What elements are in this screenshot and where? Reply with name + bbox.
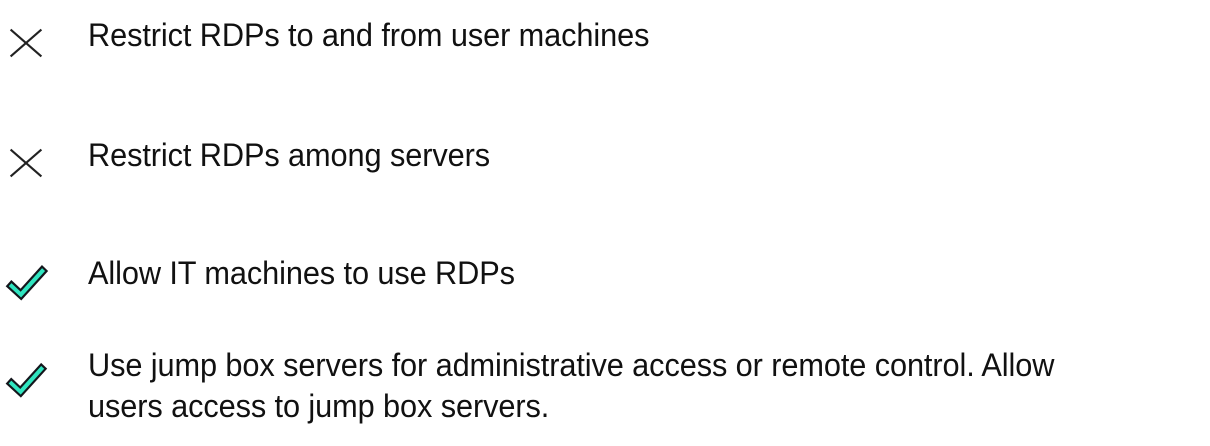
status-cell [0,134,88,190]
check-icon [5,265,49,301]
checklist-item-label: Use jump box servers for administrative … [88,347,1055,424]
checklist-row: Use jump box servers for administrative … [0,345,1210,427]
status-cell [0,345,88,401]
checklist-item-label: Restrict RDPs to and from user machines [88,17,650,53]
checklist-row: Allow IT machines to use RDPs [0,252,1210,308]
checklist-item-label: Restrict RDPs among servers [88,137,490,173]
checklist-item-label: Allow IT machines to use RDPs [88,255,515,291]
status-cell [0,252,88,308]
checklist-row: Restrict RDPs among servers [0,134,1210,190]
cross-icon [9,28,43,58]
check-icon [5,362,48,398]
status-cell [0,14,88,70]
cross-icon [9,148,43,178]
checklist-row: Restrict RDPs to and from user machines [0,14,1210,70]
